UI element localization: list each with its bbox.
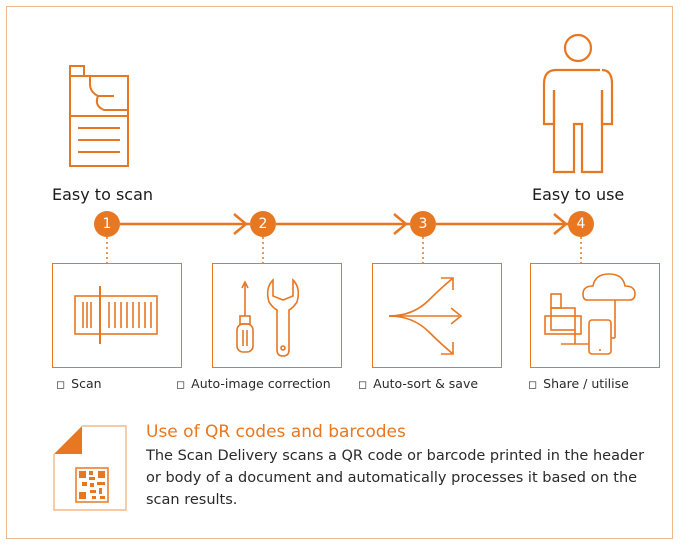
- checkbox-icon: ◻: [358, 378, 368, 391]
- step-4-box: [530, 263, 660, 368]
- checkbox-icon: ◻: [528, 378, 538, 391]
- step-3-label-row: ◻ Auto-sort & save: [358, 376, 478, 391]
- printer-icon: [69, 65, 129, 167]
- step-2-label: Auto-image correction: [191, 376, 331, 391]
- arrow-icon: [553, 213, 568, 235]
- step-4-label: Share / utilise: [543, 376, 629, 391]
- step-1-label: Scan: [71, 376, 102, 391]
- easy-to-use-label: Easy to use: [532, 185, 625, 204]
- step-1-label-row: ◻ Scan: [56, 376, 102, 391]
- arrow-icon: [233, 213, 248, 235]
- dotted-connectors: [106, 237, 582, 263]
- person-icon: [542, 33, 614, 174]
- step-4-number: 4: [568, 211, 594, 237]
- qr-document-icon: [53, 425, 127, 511]
- barcode-icon: [74, 286, 158, 344]
- step-2-number: 2: [250, 211, 276, 237]
- step-1-number: 1: [94, 211, 120, 237]
- process-timeline: [120, 213, 570, 235]
- step-3-label: Auto-sort & save: [373, 376, 479, 391]
- tools-icon: [236, 278, 300, 357]
- step-1-box: [52, 263, 182, 368]
- diagram-frame: [6, 6, 673, 539]
- checkbox-icon: ◻: [56, 378, 66, 391]
- step-4-label-row: ◻ Share / utilise: [528, 376, 629, 391]
- step-2-box: [212, 263, 342, 368]
- arrow-icon: [393, 213, 408, 235]
- easy-to-scan-label: Easy to scan: [52, 185, 154, 204]
- checkbox-icon: ◻: [176, 378, 186, 391]
- step-2-label-row: ◻ Auto-image correction: [176, 376, 331, 391]
- branching-arrows-icon: [388, 277, 463, 355]
- qr-section-description: The Scan Delivery scans a QR code or bar…: [146, 448, 645, 508]
- step-3-number: 3: [410, 211, 436, 237]
- devices-cloud-icon: [544, 273, 636, 355]
- qr-section-title: Use of QR codes and barcodes: [146, 422, 406, 442]
- step-3-box: [372, 263, 502, 368]
